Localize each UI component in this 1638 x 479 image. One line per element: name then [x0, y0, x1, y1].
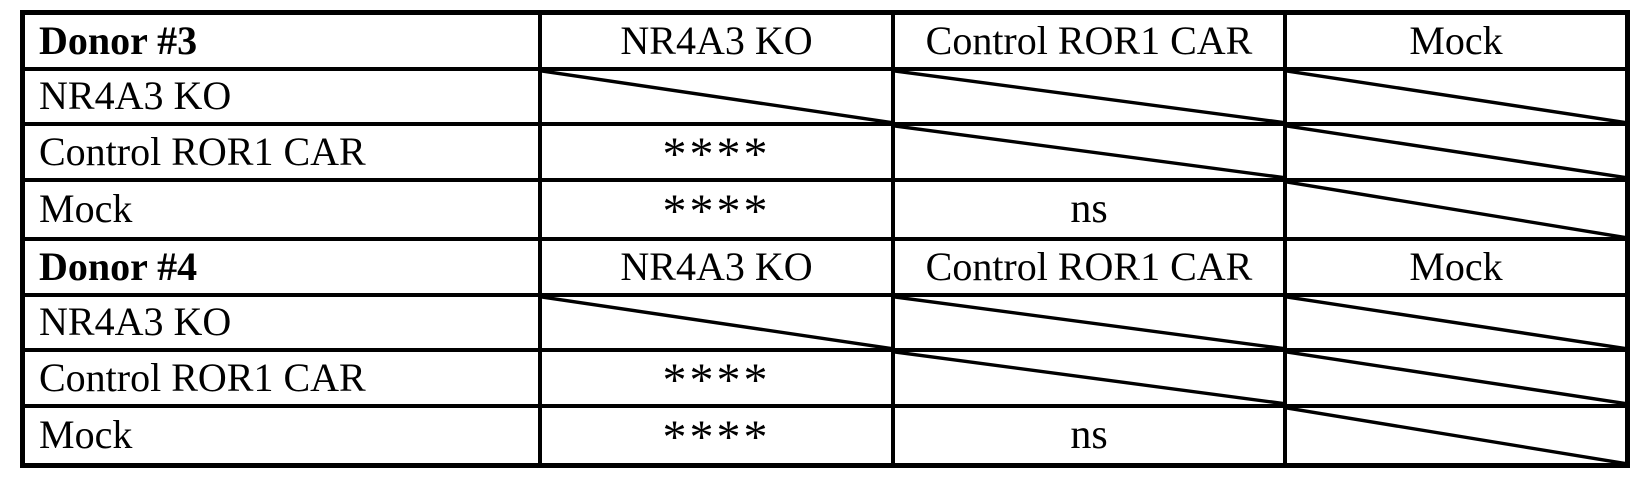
- diagonal-slash-icon: [895, 352, 1283, 404]
- diagonal-slash-icon: [895, 297, 1283, 349]
- row-label: Control ROR1 CAR: [25, 126, 542, 182]
- significance-value: ****: [662, 127, 771, 181]
- diagonal-cell: [1287, 352, 1625, 408]
- column-header-control-ror1-car: Control ROR1 CAR: [895, 241, 1287, 297]
- row-label: NR4A3 KO: [25, 70, 542, 126]
- significance-table: Donor #3 NR4A3 KO Control ROR1 CAR Mock …: [20, 10, 1630, 468]
- significance-value: ****: [662, 411, 771, 463]
- diagonal-slash-icon: [1287, 408, 1625, 464]
- diagonal-slash-icon: [895, 71, 1283, 123]
- diagonal-cell: [1287, 296, 1625, 352]
- diagonal-slash-icon: [542, 71, 891, 123]
- donor-3-block: Donor #3 NR4A3 KO Control ROR1 CAR Mock …: [25, 15, 1625, 237]
- row-label: NR4A3 KO: [25, 296, 542, 352]
- row-label: Mock: [25, 407, 542, 463]
- block-title: Donor #4: [25, 241, 542, 297]
- diagonal-cell: [1287, 181, 1625, 238]
- significance-cell: ****: [542, 126, 895, 182]
- diagonal-slash-icon: [895, 126, 1283, 178]
- diagonal-slash-icon: [1287, 126, 1625, 178]
- diagonal-cell: [1287, 407, 1625, 464]
- donor-4-block: Donor #4 NR4A3 KO Control ROR1 CAR Mock …: [25, 237, 1625, 463]
- diagonal-cell: [895, 352, 1287, 408]
- diagonal-cell: [542, 296, 895, 352]
- significance-value: ns: [1070, 186, 1108, 233]
- diagonal-slash-icon: [1287, 71, 1625, 123]
- column-header-mock: Mock: [1287, 241, 1625, 297]
- significance-value: ****: [662, 185, 771, 237]
- significance-cell: ****: [542, 181, 895, 237]
- block-title: Donor #3: [25, 15, 542, 71]
- significance-value: ns: [1070, 412, 1108, 459]
- diagonal-cell: [895, 126, 1287, 182]
- diagonal-slash-icon: [1287, 182, 1625, 238]
- column-header-mock: Mock: [1287, 15, 1625, 71]
- diagonal-cell: [895, 296, 1287, 352]
- diagonal-slash-icon: [1287, 352, 1625, 404]
- column-header-nr4a3-ko: NR4A3 KO: [542, 241, 895, 297]
- diagonal-cell: [1287, 70, 1625, 126]
- row-label: Mock: [25, 181, 542, 237]
- significance-cell: ns: [895, 181, 1287, 237]
- diagonal-cell: [542, 70, 895, 126]
- column-header-nr4a3-ko: NR4A3 KO: [542, 15, 895, 71]
- diagonal-slash-icon: [1287, 297, 1625, 349]
- diagonal-cell: [1287, 126, 1625, 182]
- diagonal-slash-icon: [542, 297, 891, 349]
- significance-cell: ****: [542, 352, 895, 408]
- column-header-control-ror1-car: Control ROR1 CAR: [895, 15, 1287, 71]
- significance-cell: ns: [895, 407, 1287, 463]
- significance-value: ****: [662, 353, 771, 407]
- diagonal-cell: [895, 70, 1287, 126]
- row-label: Control ROR1 CAR: [25, 352, 542, 408]
- significance-cell: ****: [542, 407, 895, 463]
